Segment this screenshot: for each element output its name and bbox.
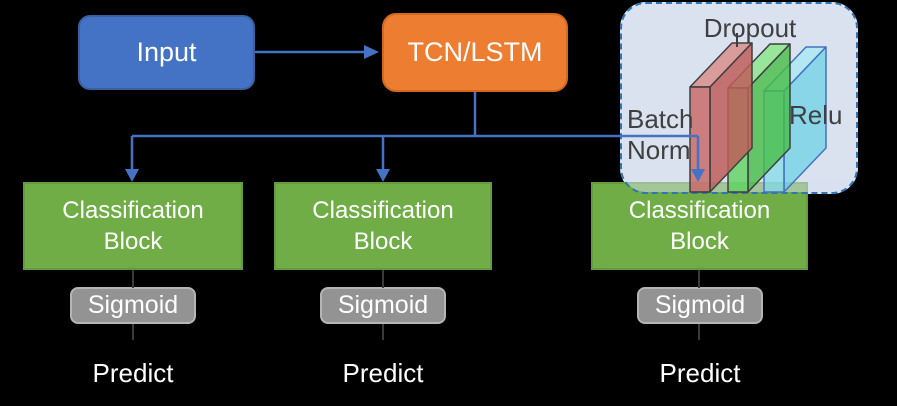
classification-block-3: Classification Block: [591, 182, 808, 270]
sigmoid-3-label: Sigmoid: [654, 291, 746, 319]
classification-block-1-label: Classification Block: [62, 197, 204, 255]
sigmoid-1-label: Sigmoid: [87, 291, 179, 319]
tcn-lstm-node: TCN/LSTM: [382, 13, 568, 92]
sigmoid-box-1: Sigmoid: [70, 287, 196, 324]
predict-label-3: Predict: [659, 358, 741, 388]
predict-label-1: Predict: [92, 358, 174, 388]
trunk-line: [132, 92, 698, 138]
relu-label: Relu: [789, 100, 843, 130]
batch-norm-label: Batch Norm: [627, 104, 694, 165]
classification-block-2-label: Classification Block: [312, 197, 454, 255]
classification-block-3-label: Classification Block: [628, 197, 771, 255]
classification-block-2: Classification Block: [274, 182, 492, 270]
sigmoid-box-3: Sigmoid: [637, 287, 763, 324]
callout-bottom-tint: [622, 181, 856, 192]
predict-label-2: Predict: [342, 358, 424, 388]
arrow-branch-2: [376, 136, 390, 182]
sigmoid-2-label: Sigmoid: [337, 291, 429, 319]
arrow-branch-1: [125, 136, 139, 182]
sigmoid-box-2: Sigmoid: [320, 287, 446, 324]
input-label: Input: [136, 37, 197, 67]
input-node: Input: [78, 15, 255, 90]
dropout-label: Dropout: [703, 13, 797, 43]
tcn-lstm-label: TCN/LSTM: [407, 37, 543, 67]
arrow-input-to-tcn: [255, 45, 379, 59]
classification-block-1: Classification Block: [23, 182, 243, 270]
